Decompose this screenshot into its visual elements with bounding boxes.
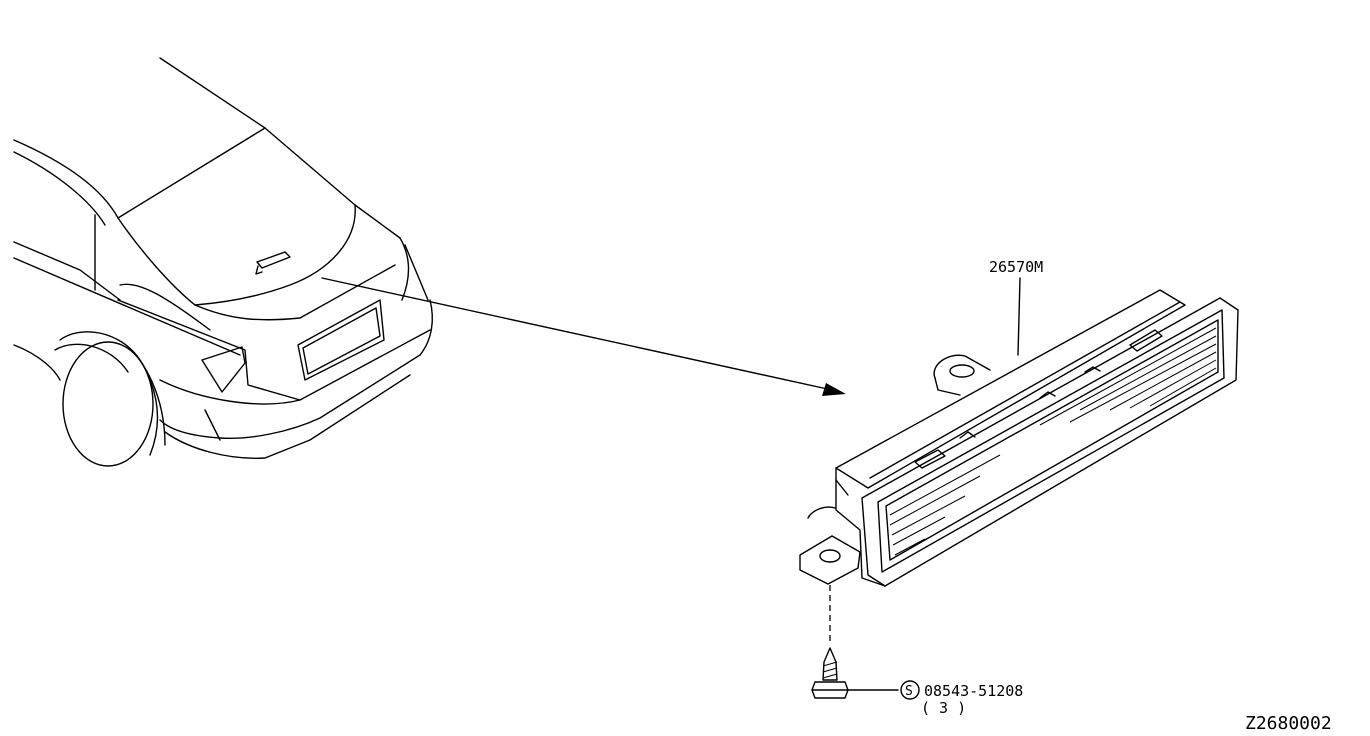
part-number-label: 26570M xyxy=(989,258,1043,276)
part-label-leader xyxy=(1017,277,1021,356)
high-mount-stop-lamp xyxy=(799,289,1239,587)
screw-symbol-circle xyxy=(900,680,920,700)
tapping-screw xyxy=(811,647,899,699)
screw-quantity: ( 3 ) xyxy=(921,699,966,717)
screw-part-number: 08543-51208 xyxy=(924,682,1023,700)
screw-symbol: S xyxy=(905,684,913,699)
car-rear-illustration xyxy=(13,57,433,467)
location-arrow xyxy=(321,277,846,396)
drawing-code: Z2680002 xyxy=(1245,713,1332,734)
